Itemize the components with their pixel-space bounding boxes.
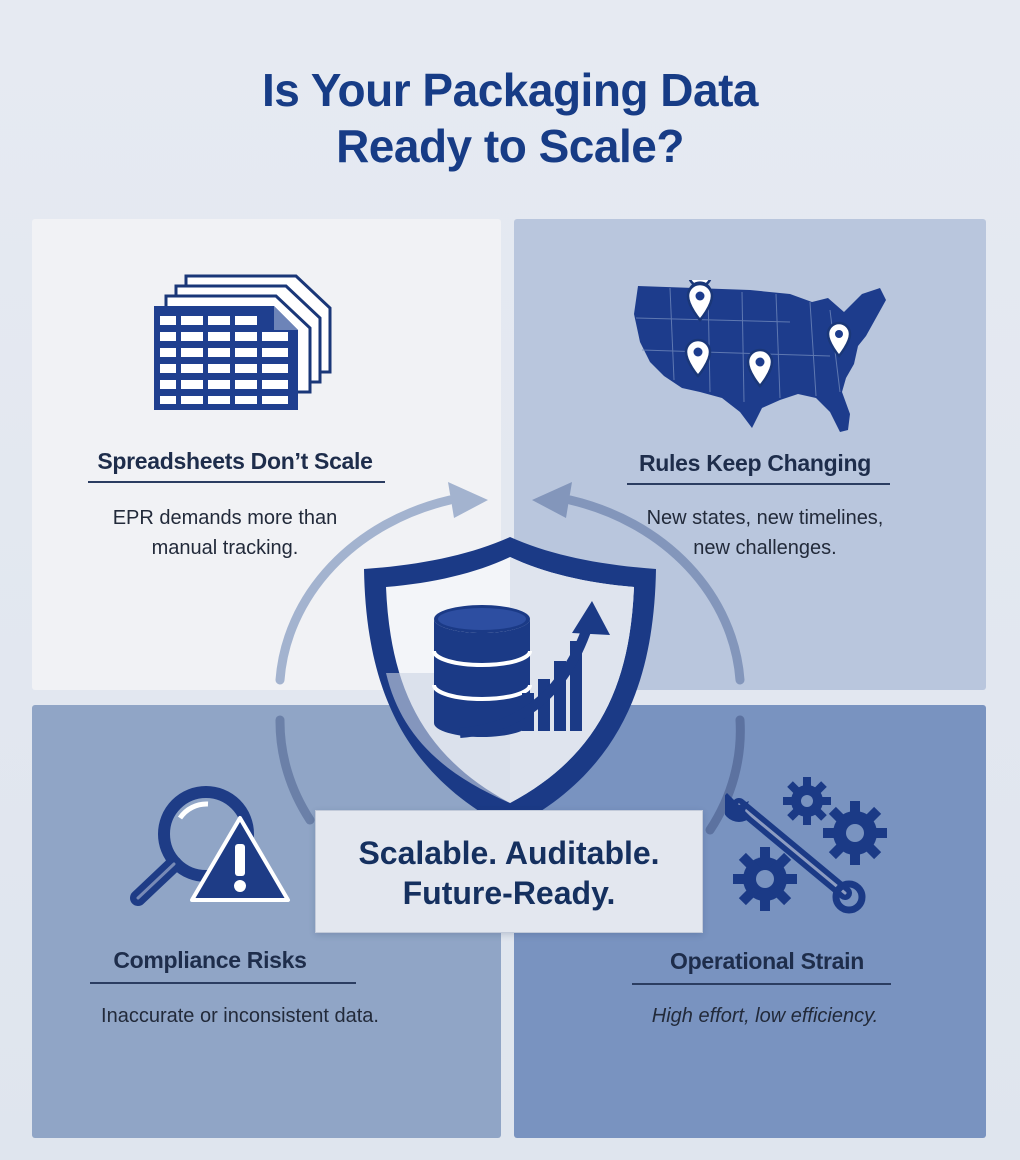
page-title: Is Your Packaging Data Ready to Scale?	[0, 62, 1020, 174]
divider-top-left	[88, 481, 385, 483]
badge-line-1: Scalable. Auditable.	[358, 835, 660, 871]
heading-operational: Operational Strain	[670, 948, 864, 974]
summary-badge: Scalable. Auditable. Future-Ready.	[315, 810, 703, 933]
title-line-1: Is Your Packaging Data	[261, 64, 759, 116]
heading-spreadsheets: Spreadsheets Don’t Scale	[97, 448, 373, 474]
heading-compliance: Compliance Risks	[113, 947, 307, 973]
title-line-2: Ready to Scale?	[336, 120, 684, 172]
us-map-pins-icon	[634, 280, 886, 432]
badge-line-2: Future-Ready.	[402, 875, 616, 911]
magnifier-warning-icon	[130, 786, 290, 906]
desc-spreadsheets: EPR demands more than manual tracking.	[112, 507, 338, 559]
divider-top-right	[627, 483, 890, 485]
desc-operational: High effort, low efficiency.	[651, 1005, 879, 1027]
divider-bottom-left	[90, 982, 356, 984]
desc-compliance: Inaccurate or inconsistent data.	[101, 1005, 379, 1027]
spreadsheet-stack-icon	[154, 274, 332, 410]
shield-database-growth-icon	[364, 537, 656, 829]
divider-bottom-right	[632, 983, 891, 985]
gears-wrench-icon	[725, 777, 887, 914]
cycle-arrows-icon	[275, 482, 745, 835]
heading-rules: Rules Keep Changing	[639, 450, 871, 476]
desc-rules: New states, new timelines, new challenge…	[646, 507, 884, 559]
